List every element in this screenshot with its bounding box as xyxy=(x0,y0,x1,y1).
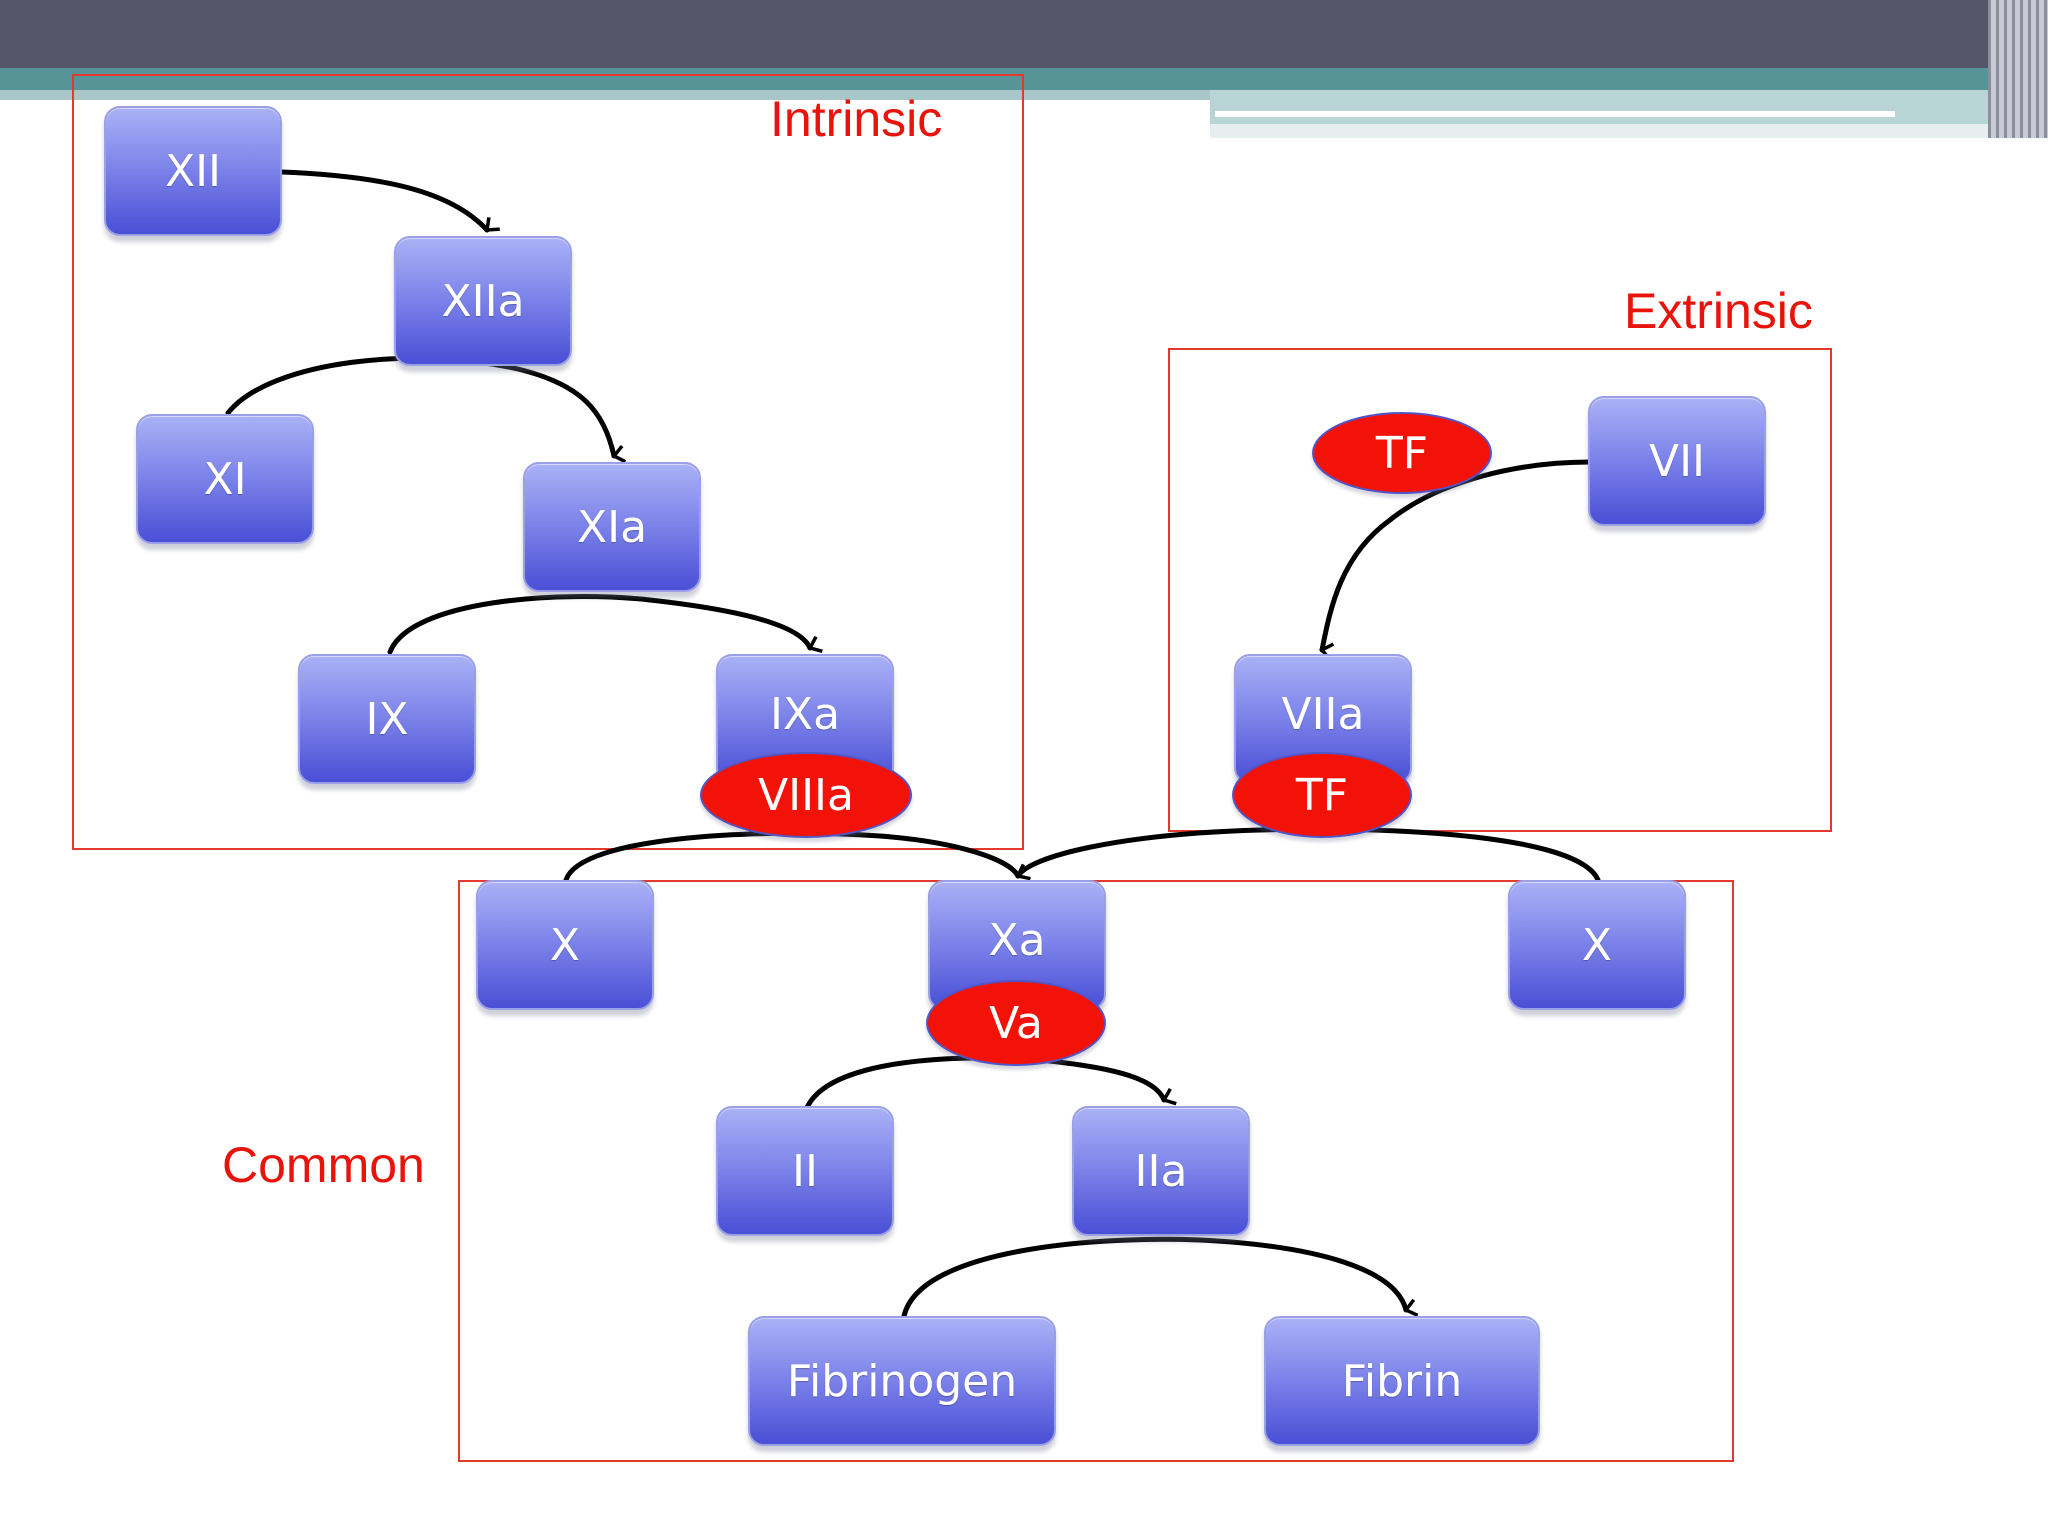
common-label: Common xyxy=(222,1137,425,1193)
factor-vii-node: VII xyxy=(1588,396,1766,526)
arrow-vii-to-viia xyxy=(1319,459,1593,661)
arrow-x-to-xa-intrinsic xyxy=(563,830,1031,883)
arrow-xii-to-xiia xyxy=(279,169,500,233)
factor-xi-node: XI xyxy=(136,414,314,544)
thrombin-iia-node: IIa xyxy=(1072,1106,1250,1236)
arrow-fibrinogen-to-fibrin xyxy=(901,1236,1419,1319)
intrinsic-pathway-frame xyxy=(72,74,1024,850)
extrinsic-pathway-frame xyxy=(1168,348,1832,832)
tissue-factor-oval: TF xyxy=(1312,412,1492,494)
tissue-factor-complex-oval: TF xyxy=(1232,752,1412,838)
factor-x-right-node: X xyxy=(1508,880,1686,1010)
arrow-ix-to-ixa xyxy=(387,594,823,655)
factor-ix-node: IX xyxy=(298,654,476,784)
prothrombin-ii-node: II xyxy=(716,1106,894,1236)
cofactor-viiia-oval: VIIIa xyxy=(700,752,912,838)
factor-xia-node: XIa xyxy=(523,462,701,592)
fibrin-node: Fibrin xyxy=(1264,1316,1540,1446)
header-bar xyxy=(0,0,2048,68)
header-edge-pillar xyxy=(1988,0,2048,138)
fibrinogen-node: Fibrinogen xyxy=(748,1316,1056,1446)
header-accent-stripe-light xyxy=(0,90,1210,100)
factor-x-left-node: X xyxy=(476,880,654,1010)
intrinsic-label: Intrinsic xyxy=(770,91,943,147)
extrinsic-label: Extrinsic xyxy=(1624,283,1813,339)
header-accent-line xyxy=(1215,111,1895,117)
arrow-ii-to-iia xyxy=(803,1055,1177,1113)
header-accent-stripe xyxy=(0,68,1990,90)
cofactor-va-oval: Va xyxy=(926,980,1106,1066)
factor-xii-node: XII xyxy=(104,106,282,236)
factor-xiia-node: XIIa xyxy=(394,236,572,366)
header-accent-gap xyxy=(1210,124,2010,138)
